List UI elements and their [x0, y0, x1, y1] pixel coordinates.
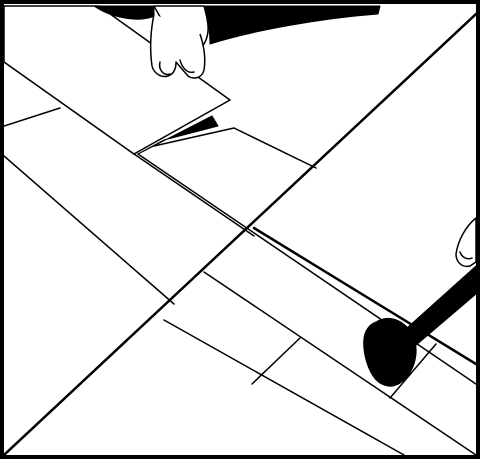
plank-edge-upper-2	[4, 156, 174, 304]
plank-edge-upper-3	[134, 154, 254, 236]
mallet-head	[364, 318, 416, 386]
hand-icon	[456, 218, 476, 266]
sleeve-shadow	[204, 6, 380, 44]
mallet-icon	[364, 266, 476, 386]
flooring-installation-illustration	[4, 4, 476, 455]
row-line-3	[204, 272, 476, 455]
butt-joint-1	[252, 338, 300, 384]
plank-edge-short-1	[4, 108, 60, 126]
row-line-1	[138, 154, 476, 384]
